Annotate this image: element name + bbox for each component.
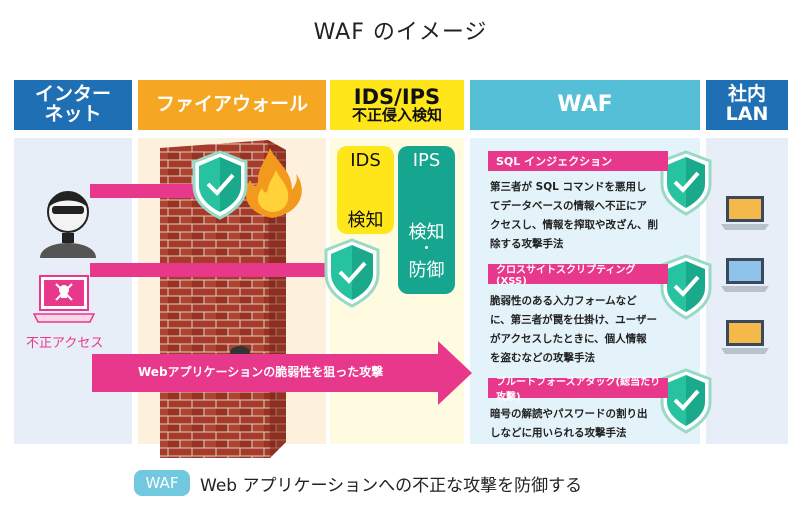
threat-sql-injection: SQL インジェクション (488, 151, 668, 171)
unauthorized-access-label: 不正アクセス (26, 336, 104, 351)
hacker-icon (40, 191, 96, 258)
threat-description: 脆弱性のある入力フォームなど に、第三者が罠を仕掛け、ユーザー がアクセスしたと… (490, 295, 657, 364)
waf-badge: WAF (134, 470, 190, 496)
ips-detect-label: 検知 (408, 222, 445, 243)
threat-brute-force: ブルートフォースアタック(総当たり攻撃) (488, 377, 668, 403)
ids-detect-label: 検知 (347, 210, 384, 231)
attack-arrow-label: Webアプリケーションの脆弱性を狙った攻撃 (138, 365, 384, 379)
shield-icon (660, 368, 712, 434)
page-title: WAF のイメージ (313, 20, 488, 45)
threat-description: 暗号の解読やパスワードの割り出 しなどに用いられる攻撃手法 (490, 408, 648, 439)
infected-laptop-icon (32, 275, 96, 323)
shield-icon (660, 150, 712, 216)
lan-pc-icon (721, 196, 769, 230)
threat-xss: クロスサイトスクリプティング (XSS) (488, 264, 668, 287)
ips-box (398, 146, 455, 294)
attack-arrow-bottom (92, 341, 472, 405)
ids-box (337, 146, 394, 234)
ips-defend-label: 防御 (408, 260, 445, 281)
shield-icon (660, 254, 712, 320)
ips-dot: ・ (419, 241, 434, 257)
internet-column-header: インターネット (14, 80, 132, 130)
lan-pc-icon (721, 320, 769, 354)
waf-column-header: WAF (470, 80, 700, 130)
ids-label: IDS (350, 150, 381, 171)
lan-pc-icon (721, 258, 769, 292)
shield-icon (324, 238, 380, 308)
firewall-column-header: ファイアウォール (138, 80, 326, 130)
footer-caption: Web アプリケーションへの不正な攻撃を防御する (200, 476, 583, 496)
fire-icon (245, 148, 302, 218)
threat-description: 第三者が SQL コマンドを悪用し てデータベースの情報へ不正にア クセスし、情… (490, 181, 658, 250)
shield-icon (192, 150, 248, 220)
ips-label: IPS (412, 150, 441, 171)
